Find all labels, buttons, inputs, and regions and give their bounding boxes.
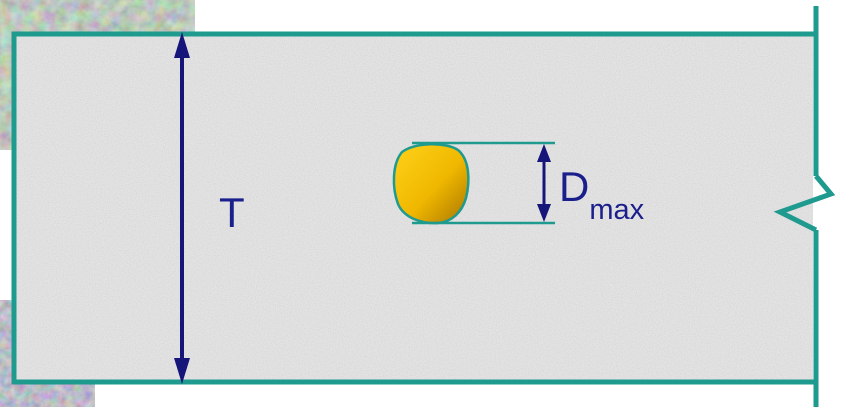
left-white-gap <box>0 150 14 300</box>
max-aggregate-particle <box>392 143 470 225</box>
dmax-label: Dmax <box>559 163 644 225</box>
dmax-label-subscript: max <box>589 194 645 226</box>
break-line <box>14 0 842 407</box>
thickness-label: T <box>219 189 245 236</box>
thickness-dimension-arrow <box>174 32 190 384</box>
dmax-label-main: D <box>559 163 590 210</box>
concrete-slab <box>11 31 824 385</box>
top-white-band <box>195 0 842 34</box>
dmax-dimension <box>412 141 555 225</box>
